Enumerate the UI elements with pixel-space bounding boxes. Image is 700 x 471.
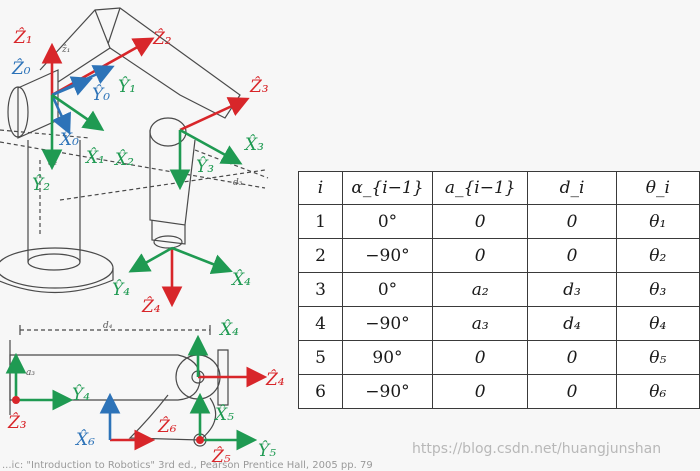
cell-theta: θ₅ [615, 340, 700, 375]
header-d: d_i [527, 171, 617, 205]
y0-axis [51, 76, 93, 97]
cell-theta: θ₁ [615, 204, 700, 239]
cell-d: d₄ [527, 306, 617, 341]
label-z3: Ẑ₃ [249, 76, 269, 97]
cell-i: 6 [298, 374, 343, 409]
dh-parameter-table: i α_{i−1} a_{i−1} d_i θ_i 1 0° 0 0 θ₁ 2 … [298, 171, 700, 409]
robot-pedestal [27, 140, 81, 262]
header-a: a_{i−1} [431, 171, 529, 205]
label-z1: Ẑ₁ [13, 27, 33, 48]
label-y3: Ŷ₃ [196, 156, 214, 177]
x3-axis [179, 128, 243, 165]
label-z6: Ẑ₆ [157, 416, 177, 437]
cell-i: 5 [298, 340, 343, 375]
cell-d: 0 [527, 204, 617, 239]
y4-axis [128, 246, 173, 273]
x4-axis [171, 246, 233, 274]
cell-a: 0 [431, 374, 529, 409]
label-y0: Ŷ₀ [92, 84, 110, 105]
puma-robot-sketch [0, 7, 269, 294]
label-z2: Ẑ₂ [152, 28, 172, 49]
d4-small-label: d₄ [103, 321, 113, 331]
source-caption: ...ic: "Introduction to Robotics" 3rd ed… [2, 460, 373, 471]
frame-0-1-axes [41, 37, 155, 171]
label-z3-bottom: Ẑ₃ [7, 412, 27, 433]
frame-5-6-axes [99, 392, 258, 451]
label-x5: X̂₅ [213, 405, 234, 425]
d3-small-label: d₃ [233, 178, 243, 188]
table-row: 6 −90° 0 0 θ₆ [298, 374, 700, 409]
label-x0: X̂₀ [58, 130, 79, 150]
wrist-detail-sketch [9, 325, 229, 447]
header-i: i [298, 171, 343, 205]
table-row: 2 −90° 0 0 θ₂ [298, 238, 700, 273]
label-x4: X̂₄ [230, 270, 251, 290]
label-y2: Ŷ₂ [32, 174, 50, 195]
header-theta: θ_i [615, 171, 700, 205]
header-alpha: α_{i−1} [342, 171, 433, 205]
cell-a: a₃ [431, 306, 529, 341]
cell-a: 0 [431, 238, 529, 273]
cell-i: 1 [298, 204, 343, 239]
cell-theta: θ₃ [615, 272, 700, 307]
cell-alpha: −90° [342, 374, 433, 409]
cell-d: d₃ [527, 272, 617, 307]
table-header-row: i α_{i−1} a_{i−1} d_i θ_i [298, 171, 700, 205]
cell-alpha: 90° [342, 340, 433, 375]
table-row: 5 90° 0 0 θ₅ [298, 340, 700, 375]
frame-3b-axes [5, 352, 74, 411]
cell-alpha: 0° [342, 204, 433, 239]
x0-axis [50, 94, 71, 135]
robot-upper-arm [39, 7, 241, 119]
cell-i: 2 [298, 238, 343, 273]
label-z5: Ẑ₅ [211, 446, 231, 467]
label-y4: Ŷ₄ [112, 279, 130, 300]
cell-alpha: −90° [342, 306, 433, 341]
label-x6: X̂₆ [74, 430, 95, 450]
cell-d: 0 [527, 374, 617, 409]
cell-i: 4 [298, 306, 343, 341]
cell-d: 0 [527, 340, 617, 375]
label-z4-bottom: Ẑ₄ [265, 369, 285, 390]
cell-a: a₂ [431, 272, 529, 307]
cell-a: 0 [431, 340, 529, 375]
cell-theta: θ₄ [615, 306, 700, 341]
frame-4b-axes [187, 334, 268, 388]
cell-theta: θ₂ [615, 238, 700, 273]
cell-i: 3 [298, 272, 343, 307]
cell-a: 0 [431, 204, 529, 239]
robot-wrist [151, 220, 186, 245]
watermark-url: https://blog.csdn.net/huangjunshan [412, 441, 662, 457]
a3-small-label: a₃ [26, 368, 35, 378]
label-z0: Ẑ₀ [11, 58, 31, 79]
table-row: 1 0° 0 0 θ₁ [298, 204, 700, 239]
label-z4: Ẑ₄ [141, 296, 161, 317]
cell-d: 0 [527, 238, 617, 273]
cell-alpha: 0° [342, 272, 433, 307]
z3-axis [179, 97, 250, 132]
label-x2: X̂₂ [113, 150, 134, 170]
table-row: 3 0° a₂ d₃ θ₃ [298, 272, 700, 307]
z1-small-label: ẑ₁ [61, 44, 70, 55]
table-row: 4 −90° a₃ d₄ θ₄ [298, 306, 700, 341]
frame-3-axes [169, 97, 250, 191]
cell-theta: θ₆ [615, 374, 700, 409]
label-x1: X̂₁ [84, 148, 105, 168]
cell-alpha: −90° [342, 238, 433, 273]
label-y4-bottom: Ŷ₄ [72, 384, 90, 405]
frame-4-axes [128, 246, 233, 308]
label-y5: Ŷ₅ [258, 440, 276, 461]
label-x3: X̂₃ [243, 135, 264, 155]
label-y1: Ŷ₁ [118, 76, 136, 97]
x1-axis [51, 93, 105, 131]
label-x4-bottom: X̂₄ [218, 320, 239, 340]
